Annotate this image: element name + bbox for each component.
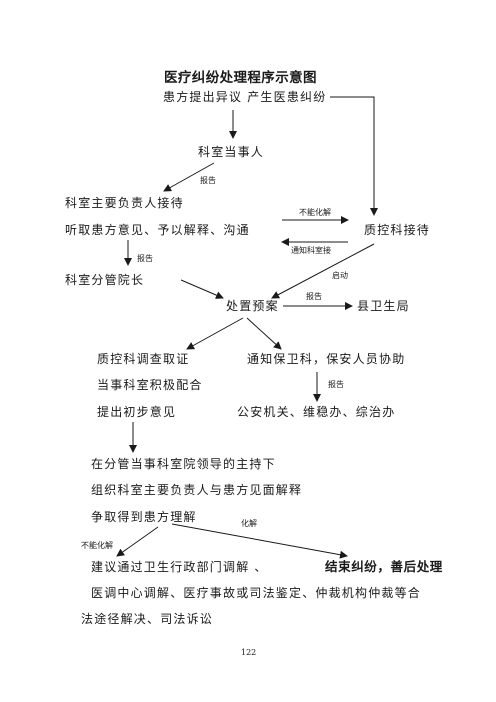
arrow-understanding-to-mediation bbox=[116, 526, 159, 557]
label-report-3: 报告 bbox=[306, 292, 322, 301]
node-contingency-plan: 处置预案 bbox=[226, 299, 279, 313]
node-qc-investigation: 质控科调查取证 bbox=[97, 352, 190, 366]
label-not-resolved-1: 不能化解 bbox=[299, 208, 331, 217]
label-report-4: 报告 bbox=[328, 380, 344, 389]
node-vice-president: 科室分管院长 bbox=[65, 273, 145, 287]
node-admin-mediation: 建议通过卫生行政部门调解 、 bbox=[91, 560, 268, 574]
label-not-resolved-2: 不能化解 bbox=[81, 541, 113, 550]
node-leader-host: 在分管当事科室院领导的主持下 bbox=[91, 457, 276, 471]
arrow-dispute-to-qc bbox=[330, 96, 378, 216]
node-county-health-bureau: 县卫生局 bbox=[357, 299, 410, 313]
label-report-1: 报告 bbox=[200, 176, 216, 185]
node-end-dispute: 结束纠纷，善后处理 bbox=[325, 559, 443, 574]
arrow-plan-to-security bbox=[246, 317, 282, 350]
node-legal-channels-1: 医调中心调解、医疗事故或司法鉴定、仲裁机构仲裁等合 bbox=[91, 586, 422, 600]
node-public-security: 公安机关、维稳办、综治办 bbox=[237, 405, 396, 419]
label-report-2: 报告 bbox=[137, 254, 153, 263]
node-preliminary-opinion: 提出初步意见 bbox=[97, 405, 177, 419]
node-meet-explain: 组织科室主要负责人与患方见面解释 bbox=[91, 483, 303, 497]
arrow-vice-president-to-plan bbox=[180, 279, 224, 299]
node-quality-control-reception: 质控科接待 bbox=[364, 223, 431, 237]
arrow-qc-to-plan bbox=[271, 243, 375, 299]
node-department-party: 科室当事人 bbox=[198, 145, 265, 159]
label-start: 启动 bbox=[332, 271, 348, 280]
node-dept-cooperation: 当事科室积极配合 bbox=[97, 378, 203, 392]
node-listen-explain: 听取患方意见、予以解释、沟通 bbox=[65, 223, 250, 237]
label-notify-qc: 通知科室接 bbox=[291, 246, 331, 255]
node-dept-head-reception: 科室主要负责人接待 bbox=[65, 196, 184, 210]
arrow-plan-to-investigation bbox=[186, 317, 244, 350]
arrow-understanding-to-end bbox=[171, 523, 348, 559]
node-legal-channels-2: 法途径解决、司法诉讼 bbox=[81, 612, 214, 626]
node-gain-understanding: 争取得到患方理解 bbox=[91, 510, 197, 524]
node-notify-security: 通知保卫科，保安人员协助 bbox=[247, 352, 406, 366]
label-resolved: 化解 bbox=[241, 519, 257, 528]
arrow-party-to-dept-head bbox=[163, 162, 215, 192]
page-title: 医疗纠纷处理程序示意图 bbox=[164, 70, 317, 86]
page-number: 122 bbox=[241, 648, 257, 657]
node-dispute-arises: 患方提出异议 产生医患纠纷 bbox=[163, 90, 327, 104]
